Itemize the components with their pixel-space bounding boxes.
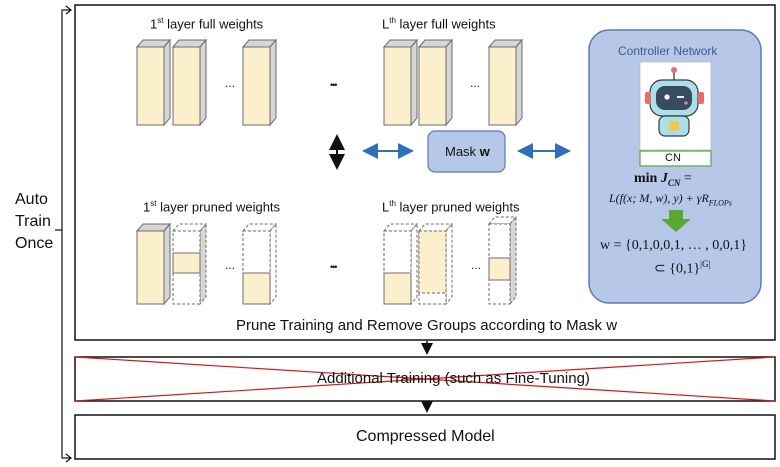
ellipsis-top-right: ... <box>470 76 481 90</box>
last-layer-full-title: Lth layer full weights <box>382 16 496 31</box>
mask-label: Mask w <box>445 144 490 159</box>
title-prefix: 1 <box>150 16 158 32</box>
compressed-model-box <box>74 414 776 460</box>
pruned-block <box>382 222 419 306</box>
weight-block <box>135 38 172 127</box>
last-layer-full-weights <box>382 38 524 127</box>
weight-block <box>487 38 524 127</box>
title-suffix: layer full weights <box>163 16 264 32</box>
compressed-model-label: Compressed Model <box>356 428 495 445</box>
first-layer-pruned-weights <box>135 222 278 306</box>
first-layer-pruned-title: 1st layer pruned weights <box>143 199 280 214</box>
ellipsis-bottom-right: ... <box>471 258 482 272</box>
ellipsis-bold-bottom: ••• <box>330 262 338 272</box>
ellipsis-bottom-left: ... <box>225 258 236 272</box>
title-sup: th <box>389 16 396 25</box>
title-prefix: 1 <box>143 199 151 215</box>
w-vector-line: w = {0,1,0,0,1, … , 0,0,1} <box>600 238 747 253</box>
last-layer-pruned-weights <box>382 215 518 306</box>
objective-line: min JCN = <box>634 171 692 188</box>
title-suffix: layer full weights <box>395 16 496 32</box>
weight-block <box>171 38 208 127</box>
first-layer-full-title: 1st layer full weights <box>150 16 263 31</box>
objective-sub: CN <box>667 177 681 188</box>
weight-block <box>241 38 278 127</box>
cn-badge <box>639 150 712 167</box>
weight-block <box>135 222 172 306</box>
mask-label-text: Mask <box>445 144 480 159</box>
title-sup: th <box>389 199 396 208</box>
title-prefix: L <box>382 16 390 32</box>
loss-line: L(f(x; M, w), y) + γRFLOPs <box>609 191 732 207</box>
title-prefix: L <box>382 199 390 215</box>
controller-title: Controller Network <box>618 44 718 58</box>
cn-badge-label: CN <box>665 152 681 164</box>
robot-icon <box>639 61 712 151</box>
weight-block <box>382 38 419 127</box>
objective-eq: = <box>680 171 692 186</box>
cross-line-b <box>74 356 776 402</box>
title-sup: st <box>150 199 157 208</box>
w-subset-sup: |G| <box>700 259 711 269</box>
green-down-arrow <box>661 210 691 232</box>
loss-sub: FLOPs <box>708 198 732 208</box>
title-suffix: layer pruned weights <box>395 199 520 215</box>
side-label-once: Once <box>15 235 54 252</box>
weight-block <box>417 38 454 127</box>
pruned-block <box>171 222 208 306</box>
pruned-block <box>487 215 518 306</box>
first-layer-full-weights <box>135 38 278 127</box>
mask-label-symbol: w <box>479 144 490 159</box>
loss-main: L(f(x; M, w), y) + γR <box>609 191 709 205</box>
objective-j: J <box>660 171 668 186</box>
w-subset-main: ⊂ {0,1} <box>654 261 701 277</box>
auto-train-once-bracket <box>55 5 72 463</box>
ellipsis-top-left: ... <box>225 76 236 90</box>
pruned-block <box>241 222 278 306</box>
additional-training-label: Additional Training (such as Fine-Tuning… <box>317 370 590 387</box>
side-label-auto: Auto <box>15 191 48 208</box>
ellipsis-bold-top: ••• <box>330 80 338 90</box>
title-sup: st <box>157 16 164 25</box>
mask-box <box>427 130 506 173</box>
objective-min: min <box>634 171 661 186</box>
w-subset-line: ⊂ {0,1}|G| <box>654 259 710 278</box>
side-label-train: Train <box>15 213 51 230</box>
title-suffix: layer pruned weights <box>156 199 281 215</box>
pruned-block <box>417 222 454 306</box>
main-caption: Prune Training and Remove Groups accordi… <box>236 317 618 334</box>
last-layer-pruned-title: Lth layer pruned weights <box>382 199 519 214</box>
